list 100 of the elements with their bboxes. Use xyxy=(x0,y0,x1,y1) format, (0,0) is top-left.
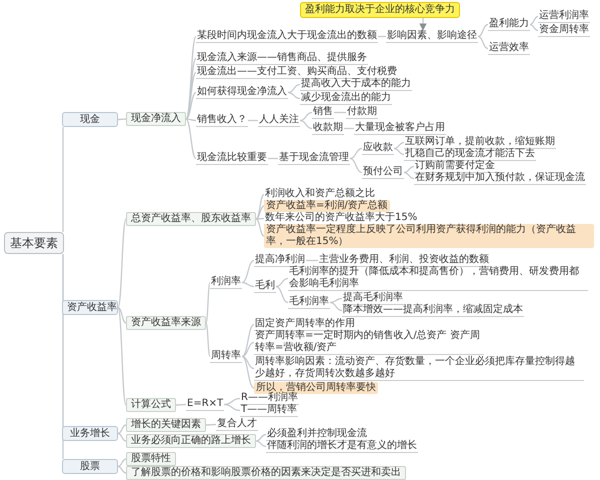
connector-line xyxy=(242,282,254,288)
topic-text: 现金流出——支付工资、购买商品、支付税费 xyxy=(196,66,398,79)
topic-text: 提高毛利润率 xyxy=(342,292,404,305)
topic-text: 提高净利润 xyxy=(254,254,306,267)
topic-text: 销售 xyxy=(312,106,334,119)
topic-text: 降本增效——提高利润率，缩减固定成本 xyxy=(342,304,524,317)
connector-line xyxy=(117,218,127,308)
connector-line xyxy=(118,432,126,442)
connector-line xyxy=(378,36,386,38)
topic-text: 必须盈利并控制现金流 xyxy=(266,428,368,441)
connector-line xyxy=(242,356,254,370)
branch-topic-box: 股票 xyxy=(62,459,118,474)
topic-text: 盈利能力 xyxy=(488,18,530,31)
topic-text: 现金流比较重要 xyxy=(196,152,268,165)
connector-line xyxy=(256,218,264,237)
subtopic-box: 业务必须向正确的路上增长 xyxy=(126,434,256,448)
topic-text: 运营利润率 xyxy=(538,10,590,23)
connector-line xyxy=(117,307,127,406)
topic-text: E=R×T xyxy=(186,398,224,411)
topic-text: 预付公司 xyxy=(362,166,404,179)
topic-text: 订购前需要付定金 xyxy=(414,160,496,173)
topic-text: 毛利 xyxy=(254,280,276,293)
topic-text: 互联网订单，提前收款，缩短账期 xyxy=(404,136,556,149)
connector-line xyxy=(242,260,254,284)
topic-text: 复合人才 xyxy=(216,418,258,431)
connector-line xyxy=(268,158,278,160)
connector-line xyxy=(242,324,254,358)
connector-line xyxy=(118,466,126,474)
connector-line xyxy=(330,302,342,312)
topic-text: 现金流入来源——销售商品、提供服务 xyxy=(196,52,368,65)
connector-line xyxy=(394,142,404,150)
connector-line xyxy=(205,322,211,357)
connector-line xyxy=(62,127,64,232)
connector-line xyxy=(300,112,312,122)
branch-topic-box: 资产收益率 xyxy=(62,300,118,315)
subtopic-box: 计算公式 xyxy=(126,398,176,412)
topic-text: 扎稳自己的现金流才能活下去 xyxy=(404,148,536,161)
connector-line xyxy=(118,458,126,468)
subtopic-box: 总资产收益率、股东收益率 xyxy=(126,212,256,226)
topic-text: 人人关注 xyxy=(258,114,300,127)
connector-line xyxy=(530,24,538,32)
subtopic-box: 了解股票的价格和影响股票价格的因素来决定是否买进和卖出 xyxy=(126,466,406,480)
topic-text: 运营效率 xyxy=(488,42,530,55)
highlighted-text: 资产收益率=利润/资产总额 xyxy=(264,200,390,212)
topic-text: 减少现金流出的能力 xyxy=(300,92,392,105)
topic-text: 在财务规划中加入预付款，保证现金流 xyxy=(414,172,586,185)
connector-line xyxy=(276,278,288,288)
topic-text: 收款期 xyxy=(312,122,344,135)
connector-line xyxy=(478,24,488,38)
connector-line xyxy=(306,260,318,262)
connector-line xyxy=(478,36,488,50)
connector-line xyxy=(256,194,264,220)
connector-line xyxy=(62,254,64,459)
topic-text: 影响因素、影响途径 xyxy=(386,30,478,43)
connector-line xyxy=(256,434,266,442)
connector-line xyxy=(206,424,216,426)
connector-line xyxy=(404,166,414,174)
connector-line xyxy=(350,158,362,174)
callout-box: 盈利能力取决于企业的核心竞争力 xyxy=(300,2,460,18)
connector-line xyxy=(186,118,196,122)
topic-text: 毛利润率的提升（降低成本和提高售价），营销费用、研发费用都会影响毛利润率 xyxy=(288,266,588,291)
connector-line xyxy=(242,356,254,389)
connector-line xyxy=(205,282,211,324)
connector-line xyxy=(176,404,186,406)
connector-line xyxy=(256,205,264,220)
connector-line xyxy=(224,398,240,406)
topic-text: 伴随利润的增长才是有意义的增长 xyxy=(266,440,418,453)
connector-line xyxy=(530,16,538,26)
connector-line xyxy=(344,128,354,130)
topic-text: 付款期 xyxy=(346,106,378,119)
connector-line xyxy=(224,404,240,412)
central-topic-box: 基本要素 xyxy=(4,232,64,254)
subtopic-box: 股票特性 xyxy=(126,452,176,466)
branch-topic-box: 现金 xyxy=(62,112,118,127)
connector-line xyxy=(404,172,414,180)
topic-text: 毛利润率 xyxy=(288,296,330,309)
connector-line xyxy=(118,306,126,324)
connector-line xyxy=(300,120,312,130)
topic-text: 应收款 xyxy=(362,142,394,155)
subtopic-box: 资产收益率来源 xyxy=(126,316,206,330)
connector-line xyxy=(276,286,288,304)
topic-text: 资金周转率 xyxy=(538,24,590,37)
topic-text: 周转率 xyxy=(210,350,242,363)
branch-topic-box: 业务增长 xyxy=(62,426,118,441)
topic-text: 大量现金被客户占用 xyxy=(354,122,446,135)
connector-line xyxy=(256,440,266,448)
highlighted-text: 资产收益率一定程度上反映了公司利用资产获得利润的能力（资产收益率，一般在15%） xyxy=(264,224,594,248)
topic-text: 销售收入？ xyxy=(196,114,248,127)
connector-line xyxy=(350,148,362,160)
topic-text: 主营业务费用、利润、投资收益的数额 xyxy=(318,254,490,267)
topic-text: 周转率影响因素：流动资产、存货数量，一个企业必须把库存量控制得越少越好，存货周转次数越多越好 xyxy=(254,356,584,381)
topic-text: 某段时间内现金流入大于现金流出的数额 xyxy=(196,30,378,43)
connector-line xyxy=(186,92,196,120)
topic-text: 资产周转率=一定时期内的销售收入/总资产 资产周转率=营收额/资产 xyxy=(254,330,484,355)
connector-line xyxy=(118,118,126,120)
topic-text: 如何获得现金净流入 xyxy=(196,86,288,99)
connector-line xyxy=(288,92,300,100)
topic-text: 基于现金流管理 xyxy=(278,152,350,165)
connector-line xyxy=(186,58,196,120)
topic-text: R——利润率 xyxy=(240,392,299,405)
